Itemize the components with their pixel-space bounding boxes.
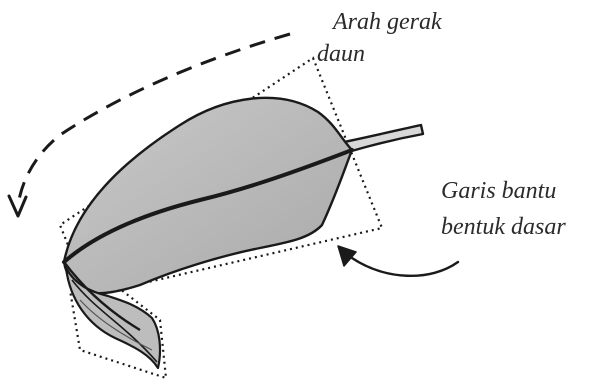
- movement-direction-label-line2: daun: [317, 40, 365, 68]
- leaf-blade: [64, 98, 352, 293]
- movement-direction-label-line1: Arah gerak: [333, 8, 442, 36]
- guide-pointer-arrowhead: [338, 246, 356, 266]
- guide-lines-label-line1: Garis bantu: [441, 177, 556, 205]
- movement-arrowhead: [9, 196, 26, 216]
- guide-lines-label-line2: bentuk dasar: [441, 213, 566, 241]
- guide-pointer-arrow: [352, 258, 458, 276]
